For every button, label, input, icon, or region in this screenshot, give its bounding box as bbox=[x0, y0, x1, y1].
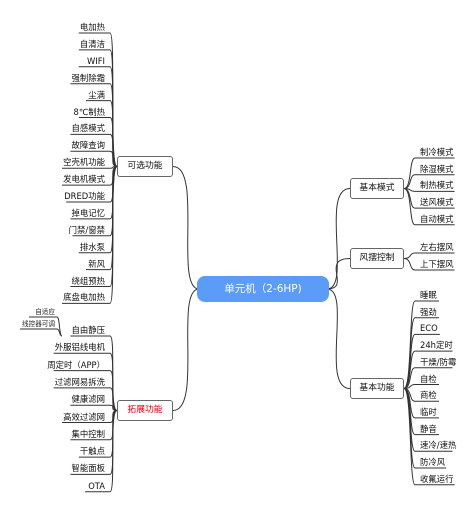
connector bbox=[109, 166, 118, 304]
leaf-item: 除湿模式 bbox=[420, 163, 454, 174]
connector bbox=[326, 188, 351, 290]
connector bbox=[403, 258, 416, 271]
connector bbox=[403, 388, 416, 486]
connector bbox=[326, 288, 351, 389]
leaf-item: 自动模式 bbox=[420, 213, 454, 224]
leaf-item: 临时 bbox=[420, 406, 437, 417]
leaf-item: 自感模式 bbox=[71, 123, 106, 134]
connector bbox=[403, 157, 416, 189]
leaf-item: ECO bbox=[420, 323, 438, 334]
branch-1: 可选功能 bbox=[117, 156, 173, 177]
leaf-item: 故障查询 bbox=[71, 140, 106, 151]
connector bbox=[109, 370, 118, 411]
leaf-item: 强劲 bbox=[420, 306, 437, 317]
leaf-item: 24h定时 bbox=[420, 340, 453, 351]
leaf-item: 制冷模式 bbox=[420, 147, 454, 157]
sub-leaf: 线控器可调 bbox=[22, 320, 55, 328]
leaf-item: 电加热 bbox=[79, 22, 105, 32]
leaf-item: 智能面板 bbox=[71, 463, 106, 474]
leaf-item: 空壳机功能 bbox=[63, 157, 105, 168]
leaf-item: 掉电记忆 bbox=[71, 207, 106, 218]
branch-5: 基本功能 bbox=[350, 378, 404, 399]
leaf-item: 商检 bbox=[420, 390, 437, 401]
connector bbox=[403, 252, 416, 259]
leaf-item: OTA bbox=[88, 480, 105, 491]
leaf-item: 静音 bbox=[420, 423, 437, 434]
leaf-item: 高效过滤网 bbox=[63, 411, 105, 422]
leaf-item: 门禁/窗禁 bbox=[68, 224, 105, 235]
connector bbox=[403, 350, 416, 389]
leaf-item: 发电机模式 bbox=[63, 174, 105, 185]
leaf-item: 干燥/防霉 bbox=[420, 356, 457, 367]
leaf-item: 左右摆风 bbox=[420, 242, 454, 252]
leaf-item: 防冷风 bbox=[420, 457, 446, 467]
leaf-item: 过滤网易拆洗 bbox=[54, 376, 105, 387]
connector bbox=[109, 387, 118, 411]
sub-leaf: 自适应 bbox=[35, 308, 55, 316]
connector bbox=[172, 166, 200, 290]
leaf-item: 排水泵 bbox=[79, 241, 105, 252]
leaf-item: 集中控制 bbox=[71, 428, 106, 439]
leaf-item: 尘满 bbox=[88, 89, 105, 100]
leaf-item: 健康滤网 bbox=[71, 394, 106, 405]
leaf-item: 绕组预热 bbox=[71, 275, 106, 286]
connector bbox=[56, 328, 63, 337]
leaf-item: 收氟运行 bbox=[420, 473, 454, 484]
leaf-item: 新风 bbox=[88, 258, 105, 269]
connector bbox=[109, 133, 118, 167]
connector bbox=[326, 258, 351, 290]
leaf-item: 速冷/速热 bbox=[420, 440, 457, 451]
leaf-item: 底盘电加热 bbox=[63, 292, 105, 303]
connector bbox=[172, 288, 200, 411]
leaf-item: 干触点 bbox=[79, 446, 105, 457]
branch-4: 风摆控制 bbox=[350, 248, 404, 269]
connector bbox=[403, 188, 416, 226]
leaf-item: 8℃制热 bbox=[73, 106, 105, 117]
root-node: 单元机（2-6HP) bbox=[197, 276, 329, 302]
leaf-item: 自由静压 bbox=[71, 325, 106, 335]
leaf-item: 送风模式 bbox=[420, 197, 454, 208]
branch-3: 基本模式 bbox=[350, 178, 404, 199]
leaf-item: WIFI bbox=[86, 55, 105, 66]
connector bbox=[109, 410, 118, 493]
leaf-item: 周定时（APP） bbox=[47, 359, 105, 370]
leaf-item: 自清洁 bbox=[79, 38, 105, 49]
branch-2: 拓展功能 bbox=[117, 400, 173, 421]
leaf-item: 强制除霜 bbox=[71, 72, 106, 83]
leaf-item: 上下摆风 bbox=[420, 259, 454, 269]
leaf-item: 外服铝线电机 bbox=[54, 342, 105, 353]
leaf-item: 睡眠 bbox=[420, 290, 437, 300]
leaf-item: 制热模式 bbox=[420, 180, 454, 191]
leaf-item: DRED功能 bbox=[64, 191, 105, 201]
leaf-item: 自检 bbox=[420, 373, 437, 384]
